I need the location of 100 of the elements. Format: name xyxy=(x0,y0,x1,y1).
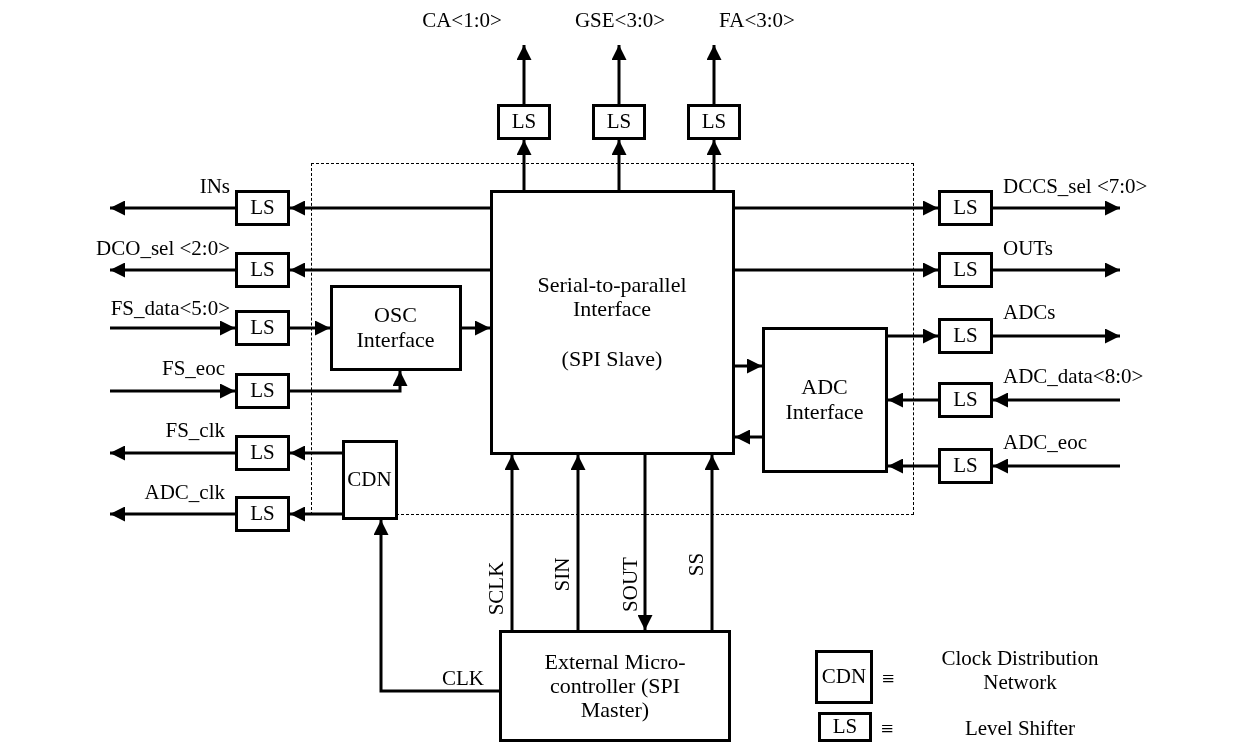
arrow xyxy=(516,140,532,190)
arrow xyxy=(735,429,762,445)
arrow xyxy=(110,383,235,399)
arrow xyxy=(735,262,938,278)
block-label: LS xyxy=(606,110,632,134)
block-label: CDN xyxy=(821,665,867,689)
level-shifter-box xyxy=(938,382,993,418)
signal-label: FS_clk xyxy=(165,420,225,441)
signal-label: FS_eoc xyxy=(162,358,225,379)
arrow xyxy=(993,392,1120,408)
arrow xyxy=(570,455,586,630)
signal-label: ADC_eoc xyxy=(1003,432,1087,453)
level-shifter-box xyxy=(592,104,646,140)
interface-block xyxy=(489,189,735,455)
level-shifter-box xyxy=(235,373,290,409)
arrow xyxy=(888,392,938,408)
level-shifter-box xyxy=(235,252,290,288)
block-label: Serial-to-parallel Interface xyxy=(536,272,688,322)
cdn-block xyxy=(341,439,398,520)
block-label: LS xyxy=(953,258,978,282)
signal-label: ADCs xyxy=(1003,302,1056,323)
arrow xyxy=(110,262,235,278)
level-shifter-box xyxy=(497,104,551,140)
level-shifter-box xyxy=(235,435,290,471)
arrow xyxy=(993,200,1120,216)
arrow xyxy=(110,506,235,522)
block-label: LS xyxy=(953,454,978,478)
signal-label: CA<1:0> xyxy=(422,10,502,31)
block-label: LS xyxy=(250,379,275,403)
equivalence-sign: ≡ xyxy=(882,668,895,690)
arrow xyxy=(993,262,1120,278)
block-label: LS xyxy=(250,502,275,526)
arrow xyxy=(373,520,499,693)
arrow xyxy=(888,458,938,474)
signal-label: SOUT xyxy=(619,556,641,612)
block-label: LS xyxy=(250,316,275,340)
arrow xyxy=(735,358,762,374)
arrow xyxy=(290,200,490,216)
arrow xyxy=(290,262,490,278)
signal-label: DCO_sel <2:0> xyxy=(96,238,230,259)
signal-label: GSE<3:0> xyxy=(574,10,666,31)
arrow xyxy=(706,45,722,104)
block-label: External Micro-controller (SPI Master) xyxy=(543,649,687,723)
level-shifter-box xyxy=(235,496,290,532)
block-label: LS xyxy=(832,715,858,739)
arrow xyxy=(611,45,627,104)
equivalence-sign: ≡ xyxy=(881,718,894,740)
arrow xyxy=(110,320,235,336)
arrow xyxy=(516,45,532,104)
block-label: CDN xyxy=(347,467,392,492)
level-shifter-box xyxy=(938,318,993,354)
level-shifter-box xyxy=(235,190,290,226)
block-label: LS xyxy=(250,196,275,220)
arrow xyxy=(637,455,653,630)
signal-label: CLK xyxy=(442,668,484,689)
level-shifter-box xyxy=(687,104,741,140)
arrow xyxy=(706,140,722,190)
block-label: (SPI Slave) xyxy=(561,347,663,372)
interface-block xyxy=(329,284,462,371)
arrow xyxy=(290,445,342,461)
arrow xyxy=(704,455,720,630)
signal-label: SIN xyxy=(552,557,574,591)
level-shifter-box xyxy=(938,448,993,484)
block-label: LS xyxy=(953,388,978,412)
signal-label: SCLK xyxy=(486,561,508,615)
arrow xyxy=(888,328,938,344)
legend-text: Level Shifter xyxy=(963,716,1077,741)
signal-label: ADC_clk xyxy=(144,482,225,503)
signal-label: ADC_data<8:0> xyxy=(1003,366,1144,387)
arrow xyxy=(993,458,1120,474)
block-label: LS xyxy=(953,196,978,220)
level-shifter-box xyxy=(938,252,993,288)
arrow xyxy=(110,200,235,216)
level-shifter-box xyxy=(938,190,993,226)
arrow xyxy=(290,506,342,522)
level-shifter-box xyxy=(235,310,290,346)
signal-label: DCCS_sel <7:0> xyxy=(1003,176,1148,197)
controller-block xyxy=(499,630,731,742)
arrow xyxy=(504,455,520,630)
arrow xyxy=(735,200,938,216)
arrow xyxy=(993,328,1120,344)
block-label: LS xyxy=(250,258,275,282)
block-label: LS xyxy=(953,324,978,348)
block-label: LS xyxy=(250,441,275,465)
arrow xyxy=(462,320,490,336)
block-label: ADC Interface xyxy=(784,375,865,424)
interface-block xyxy=(761,326,888,473)
signal-label: OUTs xyxy=(1003,238,1053,259)
arrow xyxy=(110,445,235,461)
block-label: LS xyxy=(701,110,727,134)
arrow xyxy=(611,140,627,190)
legend-text: Clock Distribution Network xyxy=(940,646,1100,695)
signal-label: SS xyxy=(686,552,708,576)
signal-label: FS_data<5:0> xyxy=(110,298,230,319)
signal-label: FA<3:0> xyxy=(719,10,795,31)
signal-label: INs xyxy=(199,176,230,197)
block-label: LS xyxy=(511,110,537,134)
arrow xyxy=(290,371,408,393)
block-label: OSC Interface xyxy=(355,303,436,352)
arrow xyxy=(290,320,330,336)
